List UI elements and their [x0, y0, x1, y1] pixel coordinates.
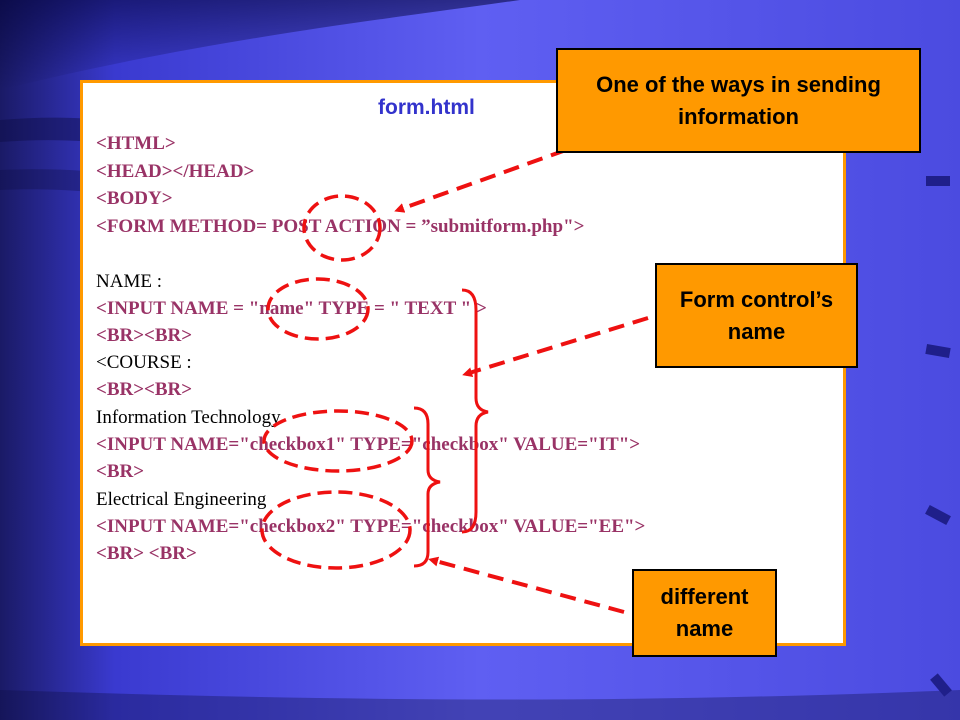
- code-text: <BR><BR>: [96, 379, 193, 400]
- code-line: Electrical Engineering: [96, 488, 266, 512]
- code-line: <BR>: [96, 460, 144, 484]
- deco-bar-3: [925, 504, 951, 526]
- code-text: <COURSE :: [96, 352, 192, 373]
- callout-control-name: Form control’s name: [655, 263, 858, 368]
- code-line: Information Technology: [96, 406, 281, 430]
- code-text: Information Technology: [96, 407, 281, 428]
- code-line: NAME :: [96, 270, 162, 294]
- code-line: <BR><BR>: [96, 324, 192, 348]
- code-line: <INPUT NAME="checkbox1" TYPE="checkbox" …: [96, 433, 640, 457]
- code-text: <INPUT NAME = "name" TYPE = " TEXT " >: [96, 298, 487, 319]
- code-line: <INPUT NAME="checkbox2" TYPE="checkbox" …: [96, 515, 645, 539]
- deco-bar-1: [926, 176, 950, 186]
- callout-text: Form control’s name: [679, 286, 834, 344]
- code-text: <HTML>: [96, 133, 176, 154]
- callout-text: different name: [660, 584, 749, 641]
- code-line: <COURSE :: [96, 351, 192, 375]
- code-line: <HEAD></HEAD>: [96, 160, 254, 184]
- code-text: <INPUT NAME="checkbox1" TYPE="checkbox" …: [96, 434, 641, 455]
- code-text: NAME :: [96, 271, 162, 292]
- code-line: <INPUT NAME = "name" TYPE = " TEXT " >: [96, 297, 487, 321]
- code-text: <HEAD></HEAD>: [96, 161, 255, 182]
- code-text: <BR> <BR>: [96, 543, 197, 564]
- deco-bar-4: [930, 673, 952, 697]
- code-text: <INPUT NAME="checkbox2" TYPE="checkbox" …: [96, 516, 646, 537]
- code-text: <FORM METHOD= POST ACTION = ”submitform.…: [96, 216, 585, 237]
- callout-different-name: different name: [632, 569, 777, 657]
- code-text: Electrical Engineering: [96, 489, 267, 510]
- code-text: <BODY>: [96, 188, 173, 209]
- callout-sending-info: One of the ways in sending information: [556, 48, 921, 153]
- code-line: <BR><BR>: [96, 378, 192, 402]
- code-text: <BR><BR>: [96, 325, 193, 346]
- code-line: <BODY>: [96, 187, 173, 211]
- code-line: <HTML>: [96, 132, 176, 156]
- callout-text: One of the ways in sending information: [596, 71, 881, 129]
- code-line: <BR> <BR>: [96, 542, 197, 566]
- code-text: <BR>: [96, 461, 145, 482]
- code-line: <FORM METHOD= POST ACTION = ”submitform.…: [96, 215, 584, 239]
- panel-title: form.html: [378, 96, 475, 119]
- deco-bar-2: [925, 343, 951, 359]
